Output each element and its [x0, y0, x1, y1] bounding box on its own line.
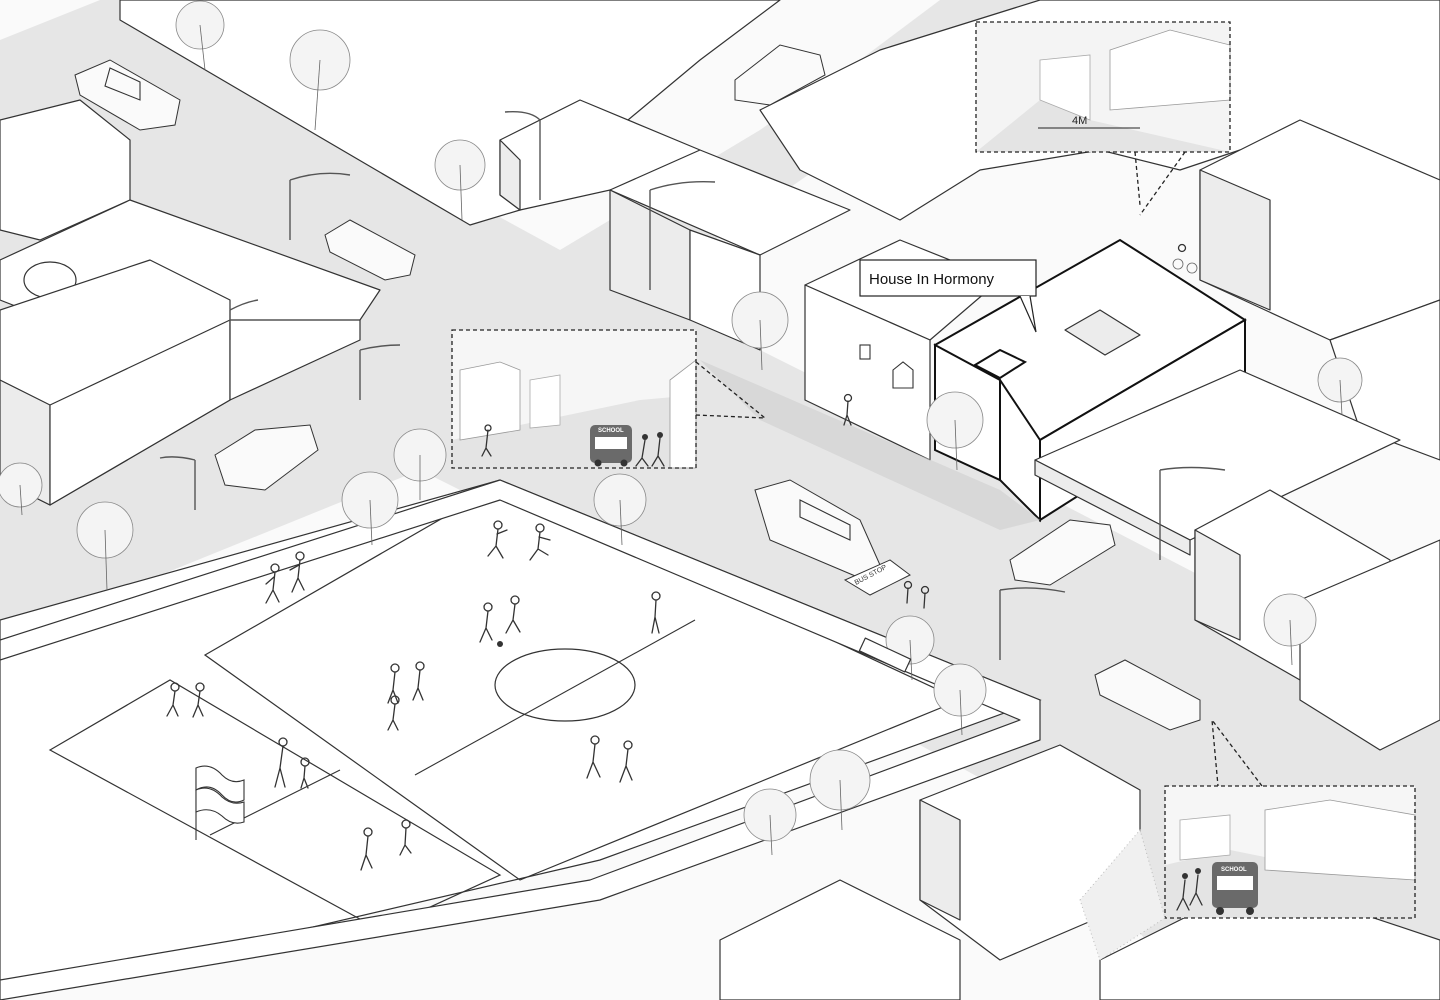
- road-upper-left: [0, 0, 400, 230]
- building-left-annex: [229, 319, 361, 401]
- car-sedan-left: [324, 219, 416, 281]
- court-line: [209, 769, 341, 836]
- trees: [0, 0, 1363, 856]
- person: [192, 682, 205, 718]
- ball: [497, 641, 503, 647]
- cyclist: [1172, 243, 1198, 274]
- school-bus-icon: SCHOOL: [1212, 862, 1258, 915]
- building-neighbor-left-roof: [609, 149, 851, 256]
- flag-icon: [195, 765, 245, 840]
- school-wall: [0, 479, 1041, 1000]
- house-corner-box: [972, 348, 1028, 380]
- person: [903, 580, 913, 604]
- car-suv-left: [214, 424, 319, 491]
- tree: [0, 462, 43, 516]
- person: [412, 661, 425, 701]
- tree: [926, 391, 984, 471]
- person: [586, 735, 601, 779]
- tree: [289, 29, 351, 131]
- building-far-right-low: [1299, 539, 1440, 751]
- tree: [593, 473, 647, 546]
- tree: [1317, 357, 1363, 416]
- school-sign-1: SCHOOL: [598, 428, 624, 434]
- building-right-mid-side: [1194, 529, 1241, 641]
- tree: [175, 0, 225, 71]
- inset-center: SCHOOL: [451, 329, 767, 469]
- house-courtyard-void: [1064, 309, 1141, 356]
- person: [289, 551, 305, 593]
- tree: [743, 788, 797, 856]
- person: [274, 737, 288, 788]
- person: [399, 819, 412, 856]
- street-lamps: [159, 110, 1226, 660]
- building-canopy-front: [1034, 459, 1191, 556]
- person: [505, 595, 521, 634]
- person: [479, 602, 493, 643]
- school-bus-icon: SCHOOL: [590, 425, 632, 467]
- person: [360, 827, 373, 871]
- bus-shelter: [858, 637, 912, 673]
- building-bottom-left: [719, 879, 961, 1000]
- tree: [885, 615, 935, 681]
- house-callout-label: House In Hormony: [869, 271, 995, 288]
- center-circle: [494, 648, 636, 722]
- paved-area: [1079, 828, 1166, 961]
- tree: [76, 501, 134, 591]
- person: [619, 740, 633, 783]
- tree: [341, 471, 399, 546]
- people: [166, 243, 1198, 871]
- person: [529, 523, 551, 561]
- car-pickup-right: [1094, 659, 1201, 731]
- cars: [74, 44, 1201, 731]
- street-shadow: [700, 360, 1040, 530]
- tree: [1263, 593, 1317, 666]
- car-suv-right: [1009, 519, 1116, 586]
- small-court: [48, 679, 502, 931]
- house-callout: House In Hormony: [859, 259, 1037, 333]
- person: [265, 563, 280, 604]
- person: [920, 585, 930, 609]
- building-right-tall-side: [1199, 169, 1271, 311]
- tree: [731, 291, 789, 371]
- tree: [809, 749, 871, 831]
- tree: [933, 663, 987, 736]
- tree: [434, 139, 486, 221]
- building-bottom-center-side: [919, 799, 961, 921]
- car-pickup-top: [74, 59, 181, 131]
- person: [843, 393, 853, 426]
- inset-bottom-right: SCHOOL: [1164, 717, 1416, 919]
- tree: [393, 428, 447, 500]
- dimension-label: 4M: [1072, 115, 1087, 127]
- person: [387, 695, 400, 731]
- person: [166, 682, 180, 717]
- inset-top-right: 4M: [975, 21, 1231, 216]
- car-suv-top: [734, 44, 826, 106]
- person: [300, 757, 310, 789]
- person: [651, 591, 661, 634]
- school-sign-2: SCHOOL: [1221, 867, 1247, 873]
- window-1: [859, 344, 871, 360]
- field-halfway-line: [414, 619, 696, 776]
- window-gable: [892, 361, 914, 389]
- person: [487, 520, 508, 559]
- building-top-center-side: [499, 139, 521, 211]
